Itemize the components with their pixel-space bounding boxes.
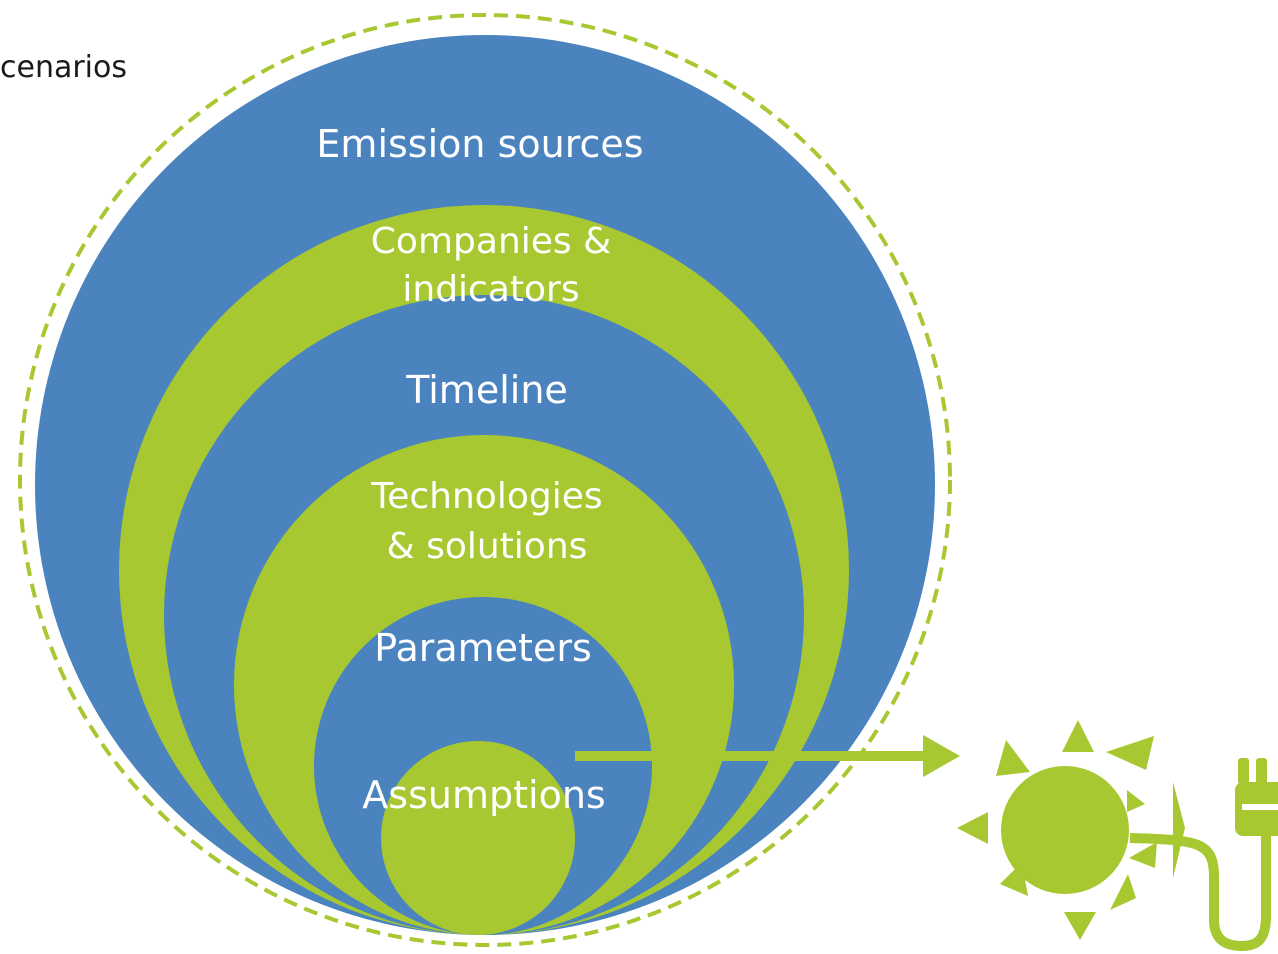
label-technologies-line2: & solutions	[387, 526, 588, 567]
label-companies-line2: indicators	[402, 269, 579, 310]
layer-assumptions	[381, 741, 575, 935]
label-timeline: Timeline	[405, 368, 568, 412]
label-emission-sources: Emission sources	[316, 122, 643, 166]
label-assumptions: Assumptions	[362, 773, 605, 817]
scenario-boundary-circle	[18, 13, 952, 947]
arrow-shaft	[575, 751, 925, 761]
power-plug-icon	[1129, 758, 1278, 952]
sun-icon	[957, 720, 1185, 940]
arrow-head	[923, 735, 960, 777]
title-fragment: cenarios	[0, 50, 128, 85]
label-companies-line1: Companies &	[371, 221, 611, 262]
label-parameters: Parameters	[374, 626, 592, 670]
label-technologies-line1: Technologies	[370, 476, 602, 517]
